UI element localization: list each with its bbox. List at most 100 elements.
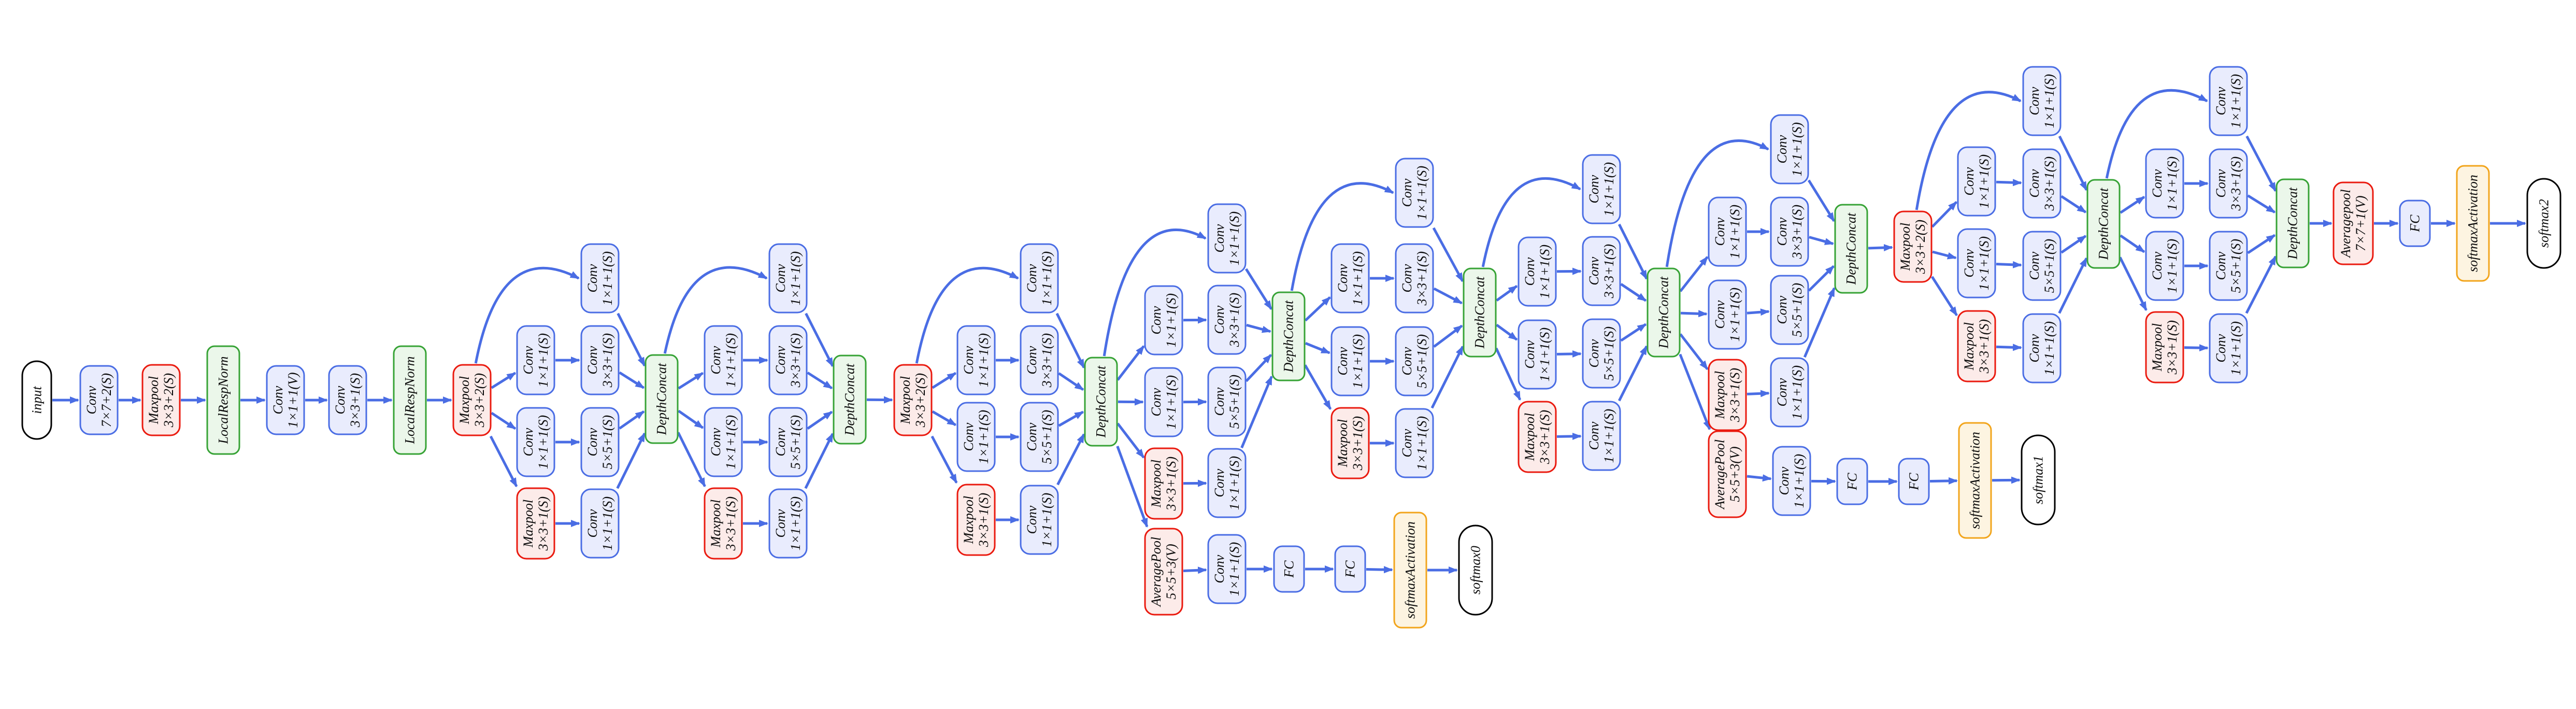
node-i4e_a1: Conv1×1+1(S) <box>1708 196 1747 267</box>
edge-cat4b-i4c_a1 <box>1304 296 1331 322</box>
edge-cat4d-i4e_a2 <box>1680 310 1708 318</box>
node-mp3: Maxpool3×3+2(S) <box>893 364 933 436</box>
node-i4c_mp: Maxpool3×3+1(S) <box>1330 407 1370 479</box>
node-i4a_mp: Maxpool3×3+1(S) <box>956 484 996 556</box>
edge-i4d_b3-cat4d <box>1620 323 1647 342</box>
node-i4b_a2: Conv1×1+1(S) <box>1144 367 1183 437</box>
node-label-i4d_mp: Maxpool3×3+1(S) <box>1522 410 1552 464</box>
edge-i4e_b1-cat4e <box>1807 179 1836 222</box>
edge-cat4a-i4b_b1 <box>1103 229 1207 357</box>
node-label-input: input <box>30 386 45 414</box>
node-label-i4c_b4: Conv1×1+1(S) <box>1399 416 1429 470</box>
node-i4c_a2: Conv1×1+1(S) <box>1330 326 1370 396</box>
node-label-mp2: Maxpool3×3+2(S) <box>457 373 487 428</box>
node-i3b_b2: Conv3×3+1(S) <box>768 325 808 395</box>
node-label-i4c_b2: Conv3×3+1(S) <box>1399 251 1429 306</box>
node-label-i4a_b1: Conv1×1+1(S) <box>1024 251 1054 305</box>
node-i3a_b2: Conv3×3+1(S) <box>580 325 620 395</box>
node-i4b_b4: Conv1×1+1(S) <box>1207 448 1247 518</box>
node-cat4d: DepthConcat <box>1647 267 1681 358</box>
node-c1v: Conv1×1+1(V) <box>266 365 305 435</box>
node-label-cat5b: DepthConcat <box>2285 187 2300 260</box>
node-cat5b: DepthConcat <box>2276 178 2310 268</box>
node-label-x0fc1: FC <box>1282 560 1297 578</box>
node-label-i5b_a1: Conv1×1+1(S) <box>2150 157 2180 210</box>
node-cat4b: DepthConcat <box>1271 291 1306 381</box>
node-lrn1: LocalRespNorm <box>206 345 240 455</box>
node-i4a_a1: Conv1×1+1(S) <box>956 325 996 395</box>
edge-i5a_a1-i5a_b2 <box>1996 179 2022 187</box>
node-label-i4b_mp: Maxpool3×3+1(S) <box>1149 457 1179 511</box>
node-label-i4d_a2: Conv1×1+1(S) <box>1522 328 1552 381</box>
edge-mp3-i4a_mp <box>931 435 958 484</box>
edge-cat3a-i3b_b1 <box>663 266 768 354</box>
edge-i4a_b3-cat4a <box>1058 410 1084 427</box>
node-label-cat4e: DepthConcat <box>1844 212 1859 285</box>
node-x1conv: Conv1×1+1(S) <box>1772 446 1811 516</box>
node-label-i5b_a2: Conv1×1+1(S) <box>2150 239 2180 293</box>
edge-i4d_b1-cat4d <box>1618 223 1648 280</box>
edge-i5b_b2-cat5b <box>2247 194 2276 214</box>
node-x1sa: softmaxActivation <box>1958 422 1992 539</box>
node-label-x0fc2: FC <box>1343 560 1358 578</box>
edge-i4c_b1-cat4c <box>1432 227 1464 282</box>
node-label-cat4d: DepthConcat <box>1656 276 1671 349</box>
node-label-i4d_b2: Conv3×3+1(S) <box>1586 244 1616 299</box>
edge-cat5a-i5b_a2 <box>2120 234 2145 253</box>
node-label-x0conv: Conv1×1+1(S) <box>1212 542 1242 596</box>
node-i4a_a2: Conv1×1+1(S) <box>956 402 996 472</box>
node-lrn2: LocalRespNorm <box>393 345 427 455</box>
node-i3b_mp: Maxpool3×3+1(S) <box>704 487 743 560</box>
node-cat5a: DepthConcat <box>2086 179 2121 269</box>
node-fcf: FC <box>2399 200 2431 247</box>
edge-mp3-i4a_a2 <box>932 410 957 427</box>
node-label-i4a_a1: Conv1×1+1(S) <box>961 333 991 387</box>
edge-cat3a-i3b_mp <box>677 432 706 488</box>
node-label-i4a_b4: Conv1×1+1(S) <box>1024 493 1054 547</box>
edge-i5a_a2-i5a_b3 <box>1996 261 2022 268</box>
node-i4e_b1: Conv1×1+1(S) <box>1770 114 1809 185</box>
node-label-cat4a: DepthConcat <box>1094 365 1109 438</box>
edge-cat4c-i4d_a1 <box>1496 285 1518 302</box>
edge-cat5a-i5b_a1 <box>2120 195 2145 214</box>
node-i4d_b2: Conv3×3+1(S) <box>1582 236 1621 306</box>
node-cat4c: DepthConcat <box>1463 267 1497 358</box>
node-i3b_b4: Conv1×1+1(S) <box>768 488 808 559</box>
node-label-i3a_b1: Conv1×1+1(S) <box>585 251 615 305</box>
node-i5a_b3: Conv5×5+1(S) <box>2022 231 2062 301</box>
node-input: input <box>21 360 52 440</box>
edge-i5a_b2-cat5a <box>2060 195 2087 214</box>
edge-cat4c-i4d_mp <box>1495 347 1522 401</box>
edge-cat5a-i5b_mp <box>2119 257 2148 311</box>
node-label-i3a_a1: Conv1×1+1(S) <box>521 333 551 387</box>
node-label-i4e_a1: Conv1×1+1(S) <box>1712 205 1742 259</box>
node-label-i5b_b2: Conv3×3+1(S) <box>2213 157 2243 211</box>
node-label-i4b_b3: Conv5×5+1(S) <box>1212 375 1242 429</box>
edge-i4e_b3-cat4e <box>1808 265 1835 292</box>
node-i4b_b1: Conv1×1+1(S) <box>1207 203 1247 274</box>
node-label-i4b_a2: Conv1×1+1(S) <box>1149 375 1179 429</box>
node-i3b_b1: Conv1×1+1(S) <box>768 243 808 314</box>
node-i5b_b1: Conv1×1+1(S) <box>2209 66 2248 136</box>
node-label-i4d_b4: Conv1×1+1(S) <box>1586 409 1616 463</box>
node-c3s: Conv3×3+1(S) <box>328 365 367 435</box>
edge-i3a_b3-cat3a <box>619 410 645 430</box>
node-label-x1fc2: FC <box>1907 473 1922 491</box>
node-i3a_b1: Conv1×1+1(S) <box>580 243 620 314</box>
node-i4e_b3: Conv5×5+1(S) <box>1770 275 1809 345</box>
edge-i4d_b2-cat4d <box>1620 283 1647 302</box>
node-label-c3s: Conv3×3+1(S) <box>333 373 363 428</box>
node-i5a_b1: Conv1×1+1(S) <box>2022 66 2062 136</box>
node-i4c_b1: Conv1×1+1(S) <box>1395 158 1434 228</box>
node-label-i4a_b2: Conv3×3+1(S) <box>1024 333 1054 388</box>
edge-i4c_b3-cat4c <box>1433 324 1463 348</box>
node-x0sa: softmaxActivation <box>1393 512 1427 629</box>
node-i5a_b2: Conv3×3+1(S) <box>2022 148 2062 219</box>
edge-i4a_b1-cat4a <box>1055 313 1085 369</box>
edge-i5b_b1-cat5b <box>2245 135 2277 192</box>
edge-i4e_mp-i4e_b4 <box>1747 390 1770 398</box>
node-label-i3a_b3: Conv5×5+1(S) <box>585 415 615 469</box>
node-label-i4b_a1: Conv1×1+1(S) <box>1149 293 1179 347</box>
